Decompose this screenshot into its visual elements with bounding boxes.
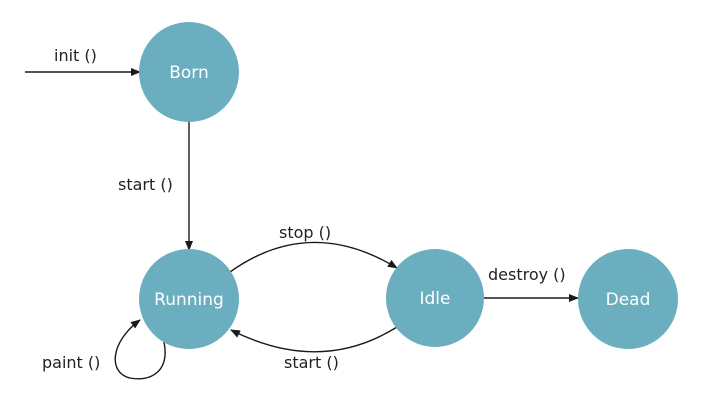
state-dead: Dead xyxy=(578,249,678,349)
paint-self-loop-arrow xyxy=(114,319,166,380)
start-arrow-idle-to-running xyxy=(230,326,398,353)
start-label-idle-to-running: start () xyxy=(284,353,339,372)
state-idle-label: Idle xyxy=(420,289,451,309)
state-idle: Idle xyxy=(386,249,484,347)
state-running-label: Running xyxy=(154,290,224,310)
state-born-label: Born xyxy=(169,63,209,83)
state-dead-label: Dead xyxy=(606,290,651,310)
destroy-label: destroy () xyxy=(488,265,566,284)
paint-label: paint () xyxy=(42,353,100,372)
state-running: Running xyxy=(139,249,239,349)
start-label-born-to-running: start () xyxy=(118,175,173,194)
stop-label: stop () xyxy=(279,223,331,242)
stop-arrow-running-to-idle xyxy=(229,241,398,273)
state-born: Born xyxy=(139,22,239,122)
init-label: init () xyxy=(54,46,97,65)
